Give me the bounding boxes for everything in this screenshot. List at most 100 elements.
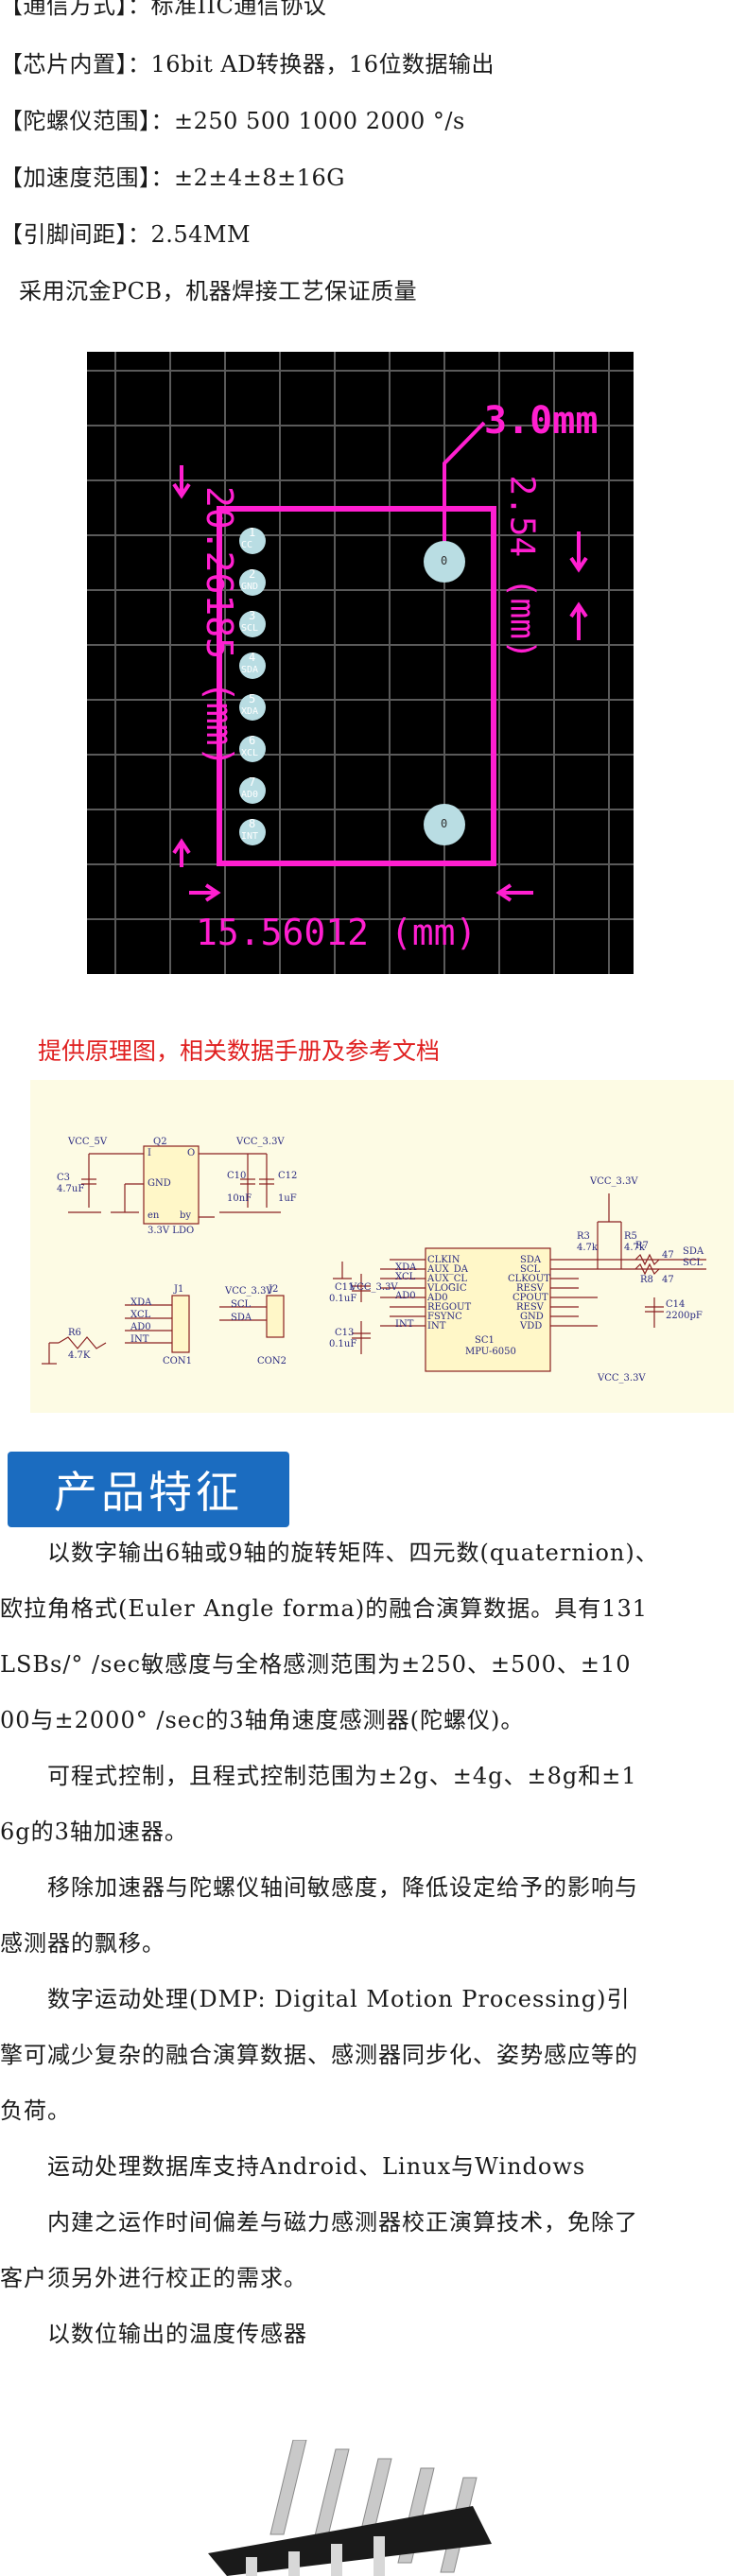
r8-value: 47: [662, 1275, 674, 1285]
r5-value: 4.7k: [624, 1243, 645, 1253]
pin-label: 6: [249, 734, 256, 747]
r6-value: 4.7K: [68, 1350, 91, 1361]
pin-label: GND: [241, 582, 259, 592]
pin-label: XDA: [241, 706, 259, 717]
con2-label: CON2: [257, 1356, 287, 1366]
pcb-dimension-drawing: 3.0mm 15.56012 (mm) 20.26185 (mm) 2.54 (…: [87, 352, 634, 974]
feature-line: 6g的3轴加速器。: [0, 1819, 188, 1845]
vcc33-label: VCC_3.3V: [225, 1286, 273, 1297]
mounting-hole-bottom: [424, 804, 465, 845]
net-sda: SDA: [683, 1246, 704, 1257]
feature-line: 欧拉角格式(Euler Angle forma)的融合演算数据。具有131: [0, 1595, 649, 1622]
pin-label: AD0: [241, 790, 259, 800]
spec-line-chip: 【芯片内置】：16bit AD转换器，16位数据输出: [0, 45, 495, 78]
feature-line: 运动处理数据库支持Android、Linux与Windows: [0, 2153, 586, 2180]
feature-line: LSBs/° /sec敏感度与全格感测范围为±250、±500、±10: [0, 1651, 632, 1678]
pin-label: 4: [249, 651, 256, 664]
c10-value: 10nF: [227, 1193, 252, 1204]
ic-part: MPU-6050: [465, 1347, 516, 1357]
mounting-hole-top: [424, 541, 465, 583]
ic-pin-left: AUX_DA: [427, 1264, 469, 1275]
spec-label: 【陀螺仪范围】: [0, 108, 151, 134]
ic-pin-right: SCL: [520, 1264, 541, 1275]
pin-label: 2: [249, 567, 256, 581]
net-label: XDA: [395, 1262, 417, 1273]
schematic-diagram: VCC_5V Q2 VCC_3.3V I O GND en by 3.3V LD…: [30, 1080, 734, 1413]
hole-label-bottom: 0: [441, 817, 448, 830]
c14-value: 2200pF: [666, 1311, 703, 1321]
ic-pin-left: AD0: [427, 1293, 448, 1303]
spec-value: ：16bit AD转换器，16位数据输出: [128, 51, 495, 78]
ic-pin-left: CLKIN: [427, 1255, 460, 1265]
ic-pin-left: INT: [427, 1321, 446, 1332]
ic-pin-right: VDD: [520, 1321, 543, 1332]
ic-pin-right: CPOUT: [512, 1293, 548, 1303]
net-label: AD0: [395, 1291, 416, 1301]
vcc33-label: VCC_3.3V: [236, 1137, 285, 1147]
ldo-pin: O: [187, 1148, 196, 1158]
spec-line-comm: 【通信方式】：标准IIC通信协议: [0, 0, 326, 20]
r3-label: R3: [577, 1231, 590, 1242]
feature-line: 以数位输出的温度传感器: [0, 2321, 307, 2347]
ic-pin-right: CLKOUT: [508, 1274, 550, 1284]
c12-label: C12: [278, 1171, 298, 1181]
spec-value: ：标准IIC通信协议: [128, 0, 327, 19]
ldo-pin: by: [180, 1210, 192, 1221]
net-scl: SCL: [683, 1258, 704, 1268]
ic-pin-left: VLOGIC: [427, 1283, 467, 1294]
spec-label: 【加速度范围】: [0, 165, 151, 191]
height-label: 20.26185 (mm): [199, 486, 240, 768]
r7-label: R7: [635, 1241, 649, 1251]
spec-label: 【芯片内置】: [0, 51, 128, 78]
feature-line: 内建之运作时间偏差与磁力感测器校正演算技术，免除了: [0, 2209, 638, 2236]
width-label: 15.56012 (mm): [196, 912, 478, 953]
spec-line-accel: 【加速度范围】：±2±4±8±16G: [0, 159, 345, 192]
spec-label: 【引脚间距】: [0, 221, 128, 248]
pin-label: CC: [241, 540, 253, 550]
spec-value: ：±2±4±8±16G: [150, 165, 345, 191]
pcb-grid: [87, 352, 634, 974]
board-outline: [217, 506, 496, 866]
feature-line: 以数字输出6轴或9轴的旋转矩阵、四元数(quaternion)、: [0, 1540, 659, 1566]
spec-value: ：±250 500 1000 2000 °/s: [150, 108, 465, 134]
schematic-caption: 提供原理图，相关数据手册及参考文档: [38, 1037, 441, 1065]
pitch-label: 2.54 (mm): [502, 475, 542, 660]
feature-line: 移除加速器与陀螺仪轴间敏感度，降低设定给予的影响与: [0, 1874, 638, 1901]
ic-pin-right: GND: [520, 1312, 544, 1322]
j1-label: J1: [174, 1284, 184, 1295]
c11-value: 0.1uF: [329, 1294, 357, 1304]
pcb-drawing-svg: [87, 352, 634, 974]
ic-pin-right: RESV: [516, 1283, 544, 1294]
pin-label: 3: [249, 609, 256, 622]
spec-line-pcb: 采用沉金PCB，机器焊接工艺保证质量: [19, 272, 417, 305]
j1-net: XCL: [130, 1310, 151, 1320]
spec-value: ：2.54MM: [128, 221, 252, 248]
c14-label: C14: [666, 1299, 686, 1310]
feature-line: 感测器的飘移。: [0, 1930, 165, 1957]
ldo-label: 3.3V LDO: [148, 1226, 195, 1236]
vcc33-label: VCC_3.3V: [350, 1282, 398, 1293]
c10-label: C10: [227, 1171, 247, 1181]
feature-line: 负荷。: [0, 2097, 71, 2124]
j1-net: INT: [130, 1334, 149, 1345]
vcc33-label: VCC_3.3V: [590, 1176, 638, 1187]
feature-line: 擎可减少复杂的融合演算数据、感测器同步化、姿势感应等的: [0, 2042, 638, 2068]
pin-pads: [239, 528, 266, 845]
spec-value: 采用沉金PCB，机器焊接工艺保证质量: [19, 278, 418, 305]
j1-net: AD0: [130, 1322, 151, 1332]
c3-label: C3: [57, 1173, 71, 1183]
r3-value: 4.7k: [577, 1243, 598, 1253]
pin-header-image: [208, 2440, 492, 2576]
r8-label: R8: [640, 1275, 653, 1285]
pin-label: 8: [249, 817, 256, 830]
r6-label: R6: [68, 1328, 81, 1338]
net-label: XCL: [395, 1272, 416, 1282]
features-heading: 产品特征: [8, 1452, 289, 1527]
q2-label: Q2: [153, 1137, 167, 1147]
c13-value: 0.1uF: [329, 1339, 357, 1349]
pin-label: XCL: [241, 748, 259, 758]
ic-pin-right: SDA: [520, 1255, 542, 1265]
pin-label: SCL: [241, 623, 259, 634]
pin-label: SDA: [241, 665, 259, 675]
con1-label: CON1: [163, 1356, 192, 1366]
